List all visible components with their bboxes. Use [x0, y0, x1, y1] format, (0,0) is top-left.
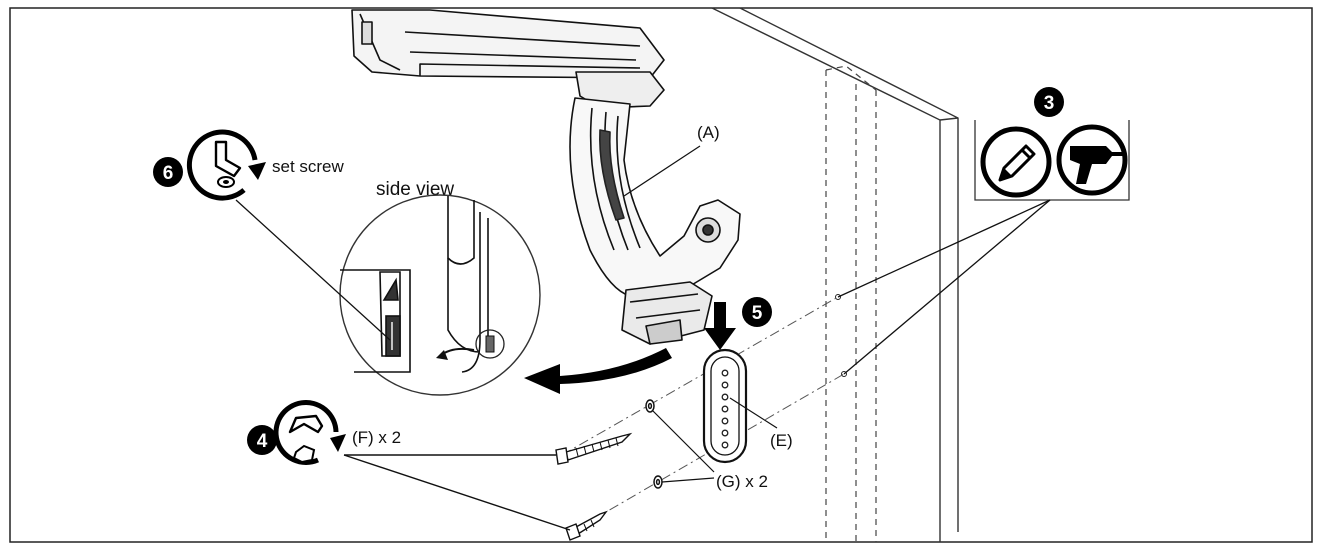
- step-4-leader-lines: [343, 454, 571, 531]
- svg-text:(A): (A): [697, 123, 720, 142]
- drill-icon: [1056, 124, 1128, 196]
- svg-text:3: 3: [1044, 93, 1055, 114]
- svg-text:(E): (E): [770, 431, 793, 450]
- allen-key-rotate-icon: [186, 129, 266, 201]
- set-screw-label: set screw: [272, 157, 345, 176]
- set-screw-detail-circle: [475, 329, 505, 359]
- step-4-badge: 4: [247, 425, 277, 455]
- mount-arm: [351, 9, 741, 345]
- svg-text:(G) x 2: (G) x 2: [716, 472, 768, 491]
- lag-bolt-upper: [555, 432, 633, 465]
- wall-stud-dashed: [825, 65, 877, 542]
- svg-text:6: 6: [163, 163, 174, 184]
- step-5-badge: 5: [742, 297, 772, 327]
- part-g-callout: (G) x 2: [651, 409, 768, 491]
- part-a-callout: (A): [623, 123, 720, 197]
- step-6-leader-line: [235, 199, 391, 341]
- wall-panel: [711, 7, 959, 542]
- wrench-rotate-icon: [273, 400, 346, 465]
- wall-hole-upper: [835, 294, 841, 300]
- lag-bolt-lower: [565, 510, 608, 541]
- step-6-badge: 6: [153, 157, 183, 187]
- tool-leader-lines: [837, 199, 1051, 375]
- part-e-callout: (E): [729, 397, 793, 450]
- diagram-frame: [9, 7, 1313, 543]
- svg-text:5: 5: [752, 303, 763, 324]
- wall-hole-lower: [841, 371, 847, 377]
- pencil-icon: [980, 126, 1052, 198]
- svg-text:4: 4: [257, 431, 268, 452]
- washers-g: [645, 399, 663, 489]
- part-f-label: (F) x 2: [352, 428, 401, 447]
- allen-key-detail: [379, 271, 401, 357]
- down-arrow-icon: [704, 302, 736, 350]
- side-view-magnifier: [339, 194, 541, 396]
- step-3-badge: 3: [1034, 87, 1064, 117]
- wall-plate-e: [702, 348, 748, 464]
- tools-box: 3: [974, 87, 1130, 201]
- curved-arrow-icon: [524, 348, 672, 394]
